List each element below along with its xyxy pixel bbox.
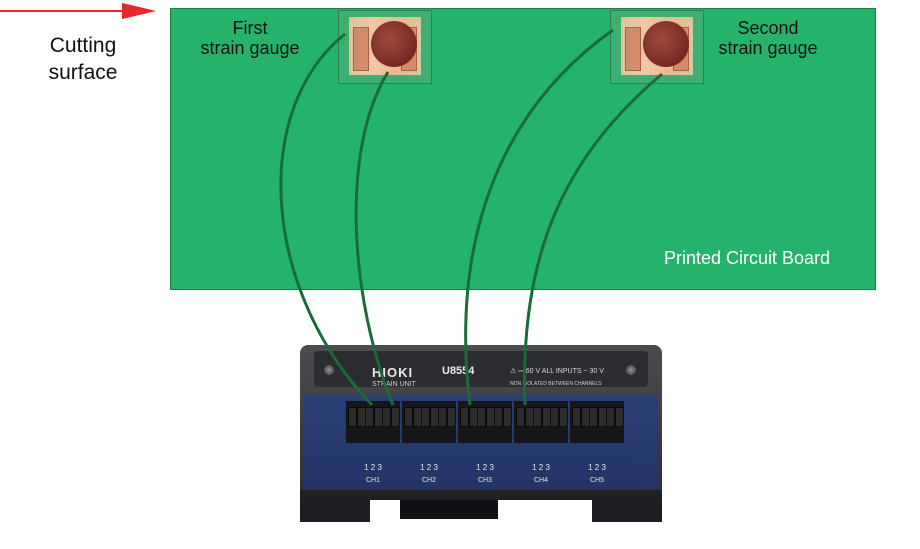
- terminal-pin[interactable]: [447, 407, 456, 427]
- terminal-pin[interactable]: [494, 407, 504, 427]
- terminal-pin[interactable]: [365, 407, 375, 427]
- terminal-pin[interactable]: [597, 407, 607, 427]
- terminal-pin[interactable]: [572, 407, 581, 427]
- second-strain-gauge: [610, 10, 704, 84]
- dip-switch-numbers: 1 2 3: [588, 463, 606, 472]
- terminal-block-ch3[interactable]: [458, 401, 512, 443]
- wire-gauge2-b: [523, 72, 663, 406]
- terminal-cover: 1 2 3 CH1 1 2 3 CH2 1 2 3 CH3 1 2 3 CH4 1 2 3 CH5: [304, 395, 658, 489]
- terminal-pin[interactable]: [412, 407, 422, 427]
- terminal-pin[interactable]: [524, 407, 534, 427]
- device-bottom-rail: [300, 490, 662, 500]
- terminal-pin[interactable]: [615, 407, 624, 427]
- channel-label-ch3: CH3: [477, 477, 492, 484]
- wire-gauge1-a: [279, 32, 374, 407]
- terminal-pin[interactable]: [438, 407, 448, 427]
- terminal-pin[interactable]: [382, 407, 392, 427]
- device-isolation-note: NON ISOLATED BETWEEN CHANNELS: [510, 381, 602, 387]
- terminal-pin[interactable]: [421, 407, 431, 427]
- terminal-pin[interactable]: [460, 407, 469, 427]
- screw-icon: [324, 365, 334, 375]
- first-strain-gauge-label: First strain gauge: [200, 18, 300, 58]
- terminal-pin[interactable]: [348, 407, 357, 427]
- terminal-pin[interactable]: [391, 407, 400, 427]
- channel-label-ch2: CH2: [421, 477, 436, 484]
- pcb-label: Printed Circuit Board: [664, 248, 831, 268]
- terminal-pin[interactable]: [589, 407, 599, 427]
- strain-unit-device: HIOKI U8554 STRAIN UNIT ⚠ ⎓ 60 V ALL INP…: [300, 345, 662, 500]
- terminal-pin[interactable]: [356, 407, 366, 427]
- second-strain-gauge-label: Second strain gauge: [718, 18, 818, 58]
- dip-switch-numbers: 1 2 3: [420, 463, 438, 472]
- terminal-pin[interactable]: [485, 407, 495, 427]
- terminal-pin[interactable]: [559, 407, 568, 427]
- terminal-block-ch2[interactable]: [402, 401, 456, 443]
- device-foot-left: [300, 496, 370, 522]
- terminal-pin[interactable]: [373, 407, 383, 427]
- terminal-pin[interactable]: [404, 407, 413, 427]
- wire-gauge2-a: [464, 28, 614, 406]
- terminal-pin[interactable]: [606, 407, 616, 427]
- terminal-block-ch5[interactable]: [570, 401, 624, 443]
- terminal-pin[interactable]: [541, 407, 551, 427]
- cutting-direction-arrow: [0, 3, 156, 19]
- device-foot-right: [592, 496, 662, 522]
- terminal-pin[interactable]: [503, 407, 512, 427]
- channel-label-ch4: CH4: [533, 477, 548, 484]
- terminal-pin[interactable]: [516, 407, 525, 427]
- channel-label-ch1: CH1: [365, 477, 380, 484]
- terminal-pin[interactable]: [580, 407, 590, 427]
- terminal-pin[interactable]: [477, 407, 487, 427]
- din-rail-clip: [400, 497, 498, 519]
- cutting-surface-label: Cutting surface: [48, 34, 118, 84]
- channel-label-ch5: CH5: [589, 477, 604, 484]
- terminal-pin[interactable]: [429, 407, 439, 427]
- terminal-pin[interactable]: [533, 407, 543, 427]
- dip-switch-numbers: 1 2 3: [476, 463, 494, 472]
- first-strain-gauge: [338, 10, 432, 84]
- device-voltage-warning: ⚠ ⎓ 60 V ALL INPUTS ~ 30 V: [510, 368, 604, 375]
- dip-switch-numbers: 1 2 3: [532, 463, 550, 472]
- terminal-pin[interactable]: [550, 407, 560, 427]
- screw-icon: [626, 365, 636, 375]
- device-unit-name: STRAIN UNIT: [372, 381, 416, 388]
- wire-gauge1-b: [354, 71, 395, 406]
- device-top-panel: HIOKI U8554 STRAIN UNIT ⚠ ⎓ 60 V ALL INP…: [314, 351, 648, 388]
- dip-switch-numbers: 1 2 3: [364, 463, 382, 472]
- terminal-pin[interactable]: [468, 407, 478, 427]
- terminal-block-ch1[interactable]: [346, 401, 400, 443]
- terminal-block-ch4[interactable]: [514, 401, 568, 443]
